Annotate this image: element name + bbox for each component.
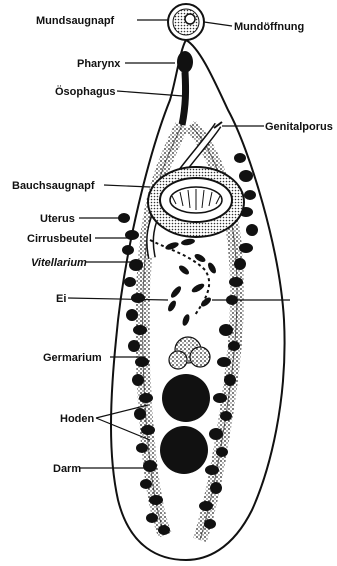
label-darm: Darm bbox=[53, 463, 81, 475]
label-vitellarium: Vitellarium bbox=[31, 257, 87, 269]
label-mundoeffnung: Mundöffnung bbox=[234, 21, 304, 33]
label-uterus: Uterus bbox=[40, 213, 75, 225]
testis-posterior bbox=[160, 426, 208, 474]
label-genitalporus: Genitalporus bbox=[265, 121, 333, 133]
label-cirrusbeutel: Cirrusbeutel bbox=[27, 233, 92, 245]
label-bauchsaugnapf: Bauchsaugnapf bbox=[12, 180, 95, 192]
label-mundsaugnapf: Mundsaugnapf bbox=[36, 15, 115, 27]
label-hoden: Hoden bbox=[60, 413, 95, 425]
oral-sucker bbox=[168, 4, 204, 40]
mouth-opening bbox=[185, 14, 195, 24]
label-pharynx: Pharynx bbox=[77, 58, 121, 70]
label-germarium: Germarium bbox=[43, 352, 102, 364]
label-oesophagus: Ösophagus bbox=[55, 85, 116, 98]
ventral-sucker bbox=[148, 167, 244, 237]
oesophagus bbox=[182, 72, 186, 125]
pharynx bbox=[177, 51, 193, 73]
label-ei: Ei bbox=[56, 293, 66, 305]
testis-anterior bbox=[162, 374, 210, 422]
